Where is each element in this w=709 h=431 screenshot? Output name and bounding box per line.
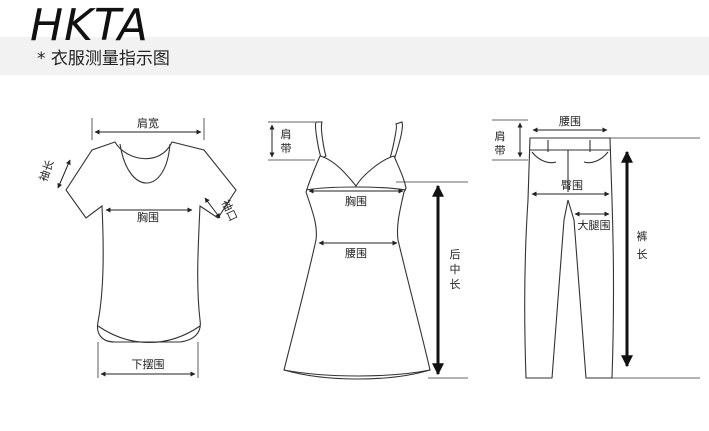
pants-length-measure: 裤 长 (610, 137, 700, 379)
pants-hip-measure: 臀围 (531, 179, 610, 197)
dress-waist-label: 腰围 (345, 247, 367, 260)
tshirt-figure (65, 141, 237, 343)
dress-length-label-3: 长 (450, 278, 461, 291)
dress-chest-label: 胸围 (345, 194, 367, 208)
dress-hem-curve (283, 369, 431, 377)
tshirt-hem-measure: 下摆围 (97, 342, 199, 378)
tshirt-hem-label: 下摆围 (132, 357, 165, 371)
tshirt-chest-label: 胸围 (137, 210, 159, 224)
pants-strap-measure: 肩 带 (492, 119, 528, 161)
pants-hip-label: 臀围 (561, 179, 583, 192)
tshirt-outline (65, 141, 237, 343)
dress-right-strap (389, 121, 403, 161)
tshirt-shoulder-measure: 肩宽 (91, 116, 205, 140)
tshirt-shoulder-label: 肩宽 (137, 116, 159, 130)
dress-length-label-1: 后 (450, 248, 461, 261)
dress-left-strap (315, 121, 327, 159)
dress-strap-label-2: 带 (281, 142, 292, 155)
dress-length-label-2: 中 (450, 263, 461, 276)
page-title: * 衣服测量指示图 (37, 49, 170, 69)
pants-right-pocket (583, 151, 609, 164)
pants-left-pocket (531, 151, 557, 164)
pants-waist-measure: 腰围 (532, 115, 608, 133)
tshirt-hem-curve (97, 325, 201, 343)
tshirt-sleeve-measure: 袖长 (36, 158, 71, 189)
dress-length-measure: 后 中 长 (396, 181, 468, 379)
brand-logo: HKTA (30, 0, 149, 51)
pants-waist-label: 腰围 (559, 115, 581, 128)
dress-figure (283, 121, 431, 380)
dress-chest-measure: 胸围 (308, 188, 404, 208)
pants-strap-label-1: 肩 (495, 129, 506, 143)
pants-figure (524, 137, 615, 379)
tshirt-neckline (119, 143, 171, 184)
tshirt-chest-measure: 胸围 (105, 207, 193, 224)
pants-thigh-measure: 大腿围 (574, 211, 611, 232)
pants-outline (524, 137, 615, 379)
pants-length-label-1: 裤 (637, 229, 648, 243)
tshirt-cuff-label: 袖口 (219, 197, 241, 223)
dress-waist-measure: 腰围 (318, 240, 398, 260)
tshirt-sleeve-label: 袖长 (36, 158, 57, 183)
pants-strap-label-2: 带 (495, 144, 506, 157)
pants-thigh-label: 大腿围 (578, 218, 611, 232)
dress-outline (283, 155, 431, 380)
pants-length-label-2: 长 (637, 248, 648, 261)
dress-strap-label-1: 肩 (281, 127, 292, 141)
dress-strap-measure: 肩 带 (268, 121, 315, 161)
header-band (0, 37, 709, 75)
